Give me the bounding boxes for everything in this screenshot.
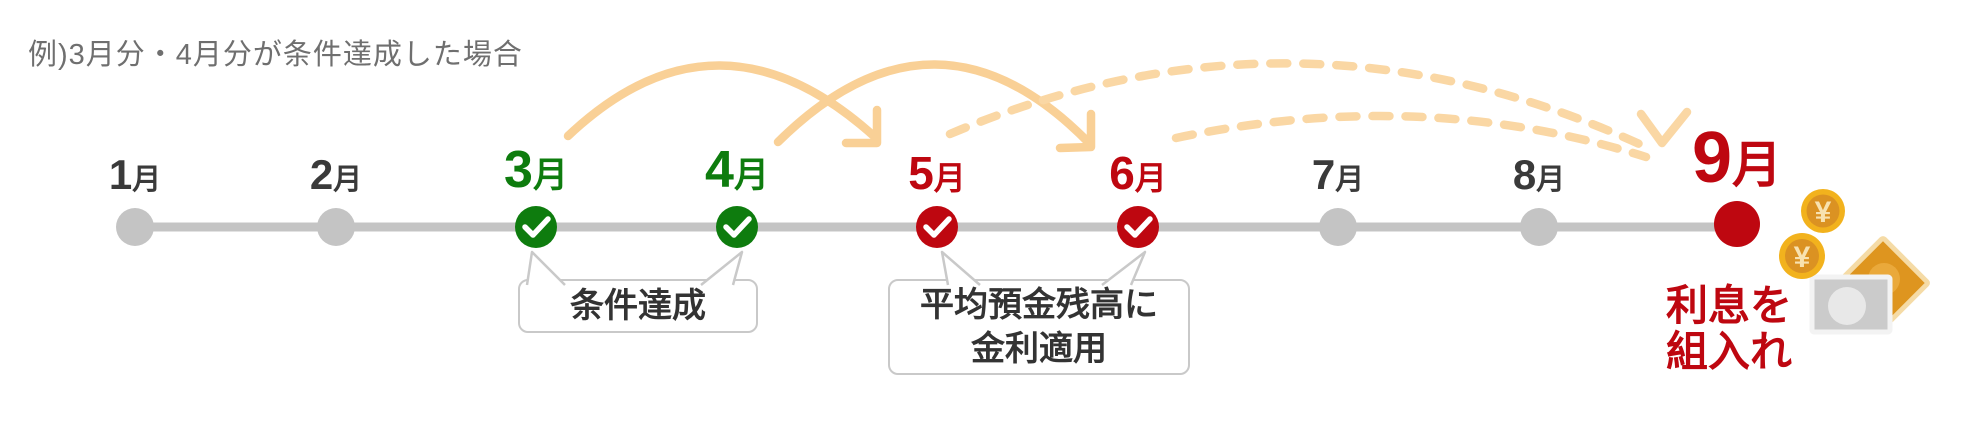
- month-unit: 月: [333, 164, 363, 196]
- arrowhead-icon: [1636, 107, 1692, 148]
- banknote-icon: [1809, 236, 1930, 335]
- callout-text: 条件達成: [570, 287, 706, 325]
- curved-arrow-icon: [563, 61, 881, 143]
- month-unit: 月: [532, 156, 568, 195]
- callout-interest-applied: 平均預金残高に 金利適用: [888, 279, 1190, 375]
- timeline-dot-achieved: [716, 206, 758, 248]
- month-unit: 月: [132, 164, 162, 196]
- timeline-dot-achieved: [515, 206, 557, 248]
- callout-condition-achieved: 条件達成: [518, 279, 758, 333]
- banknote-front-circle: [1828, 287, 1866, 325]
- month-number: 9: [1691, 118, 1733, 198]
- month-unit: 月: [1732, 137, 1783, 193]
- check-icon: [1124, 216, 1153, 238]
- month-label-4: 4月: [705, 144, 769, 196]
- month-number: 5: [908, 147, 934, 199]
- callout-text: 平均預金残高に 金利適用: [920, 283, 1158, 371]
- month-label-6: 6月: [1109, 150, 1167, 196]
- timeline-dot: [1319, 208, 1357, 246]
- month-label-1: 1月: [109, 154, 161, 196]
- month-label-2: 2月: [310, 154, 362, 196]
- month-unit: 月: [1134, 160, 1167, 196]
- timeline-dot-applied: [916, 206, 958, 248]
- yen-symbol: ¥: [1794, 241, 1811, 274]
- month-label-9: 9月: [1692, 122, 1782, 194]
- callout-line-2: 金利適用: [971, 330, 1107, 368]
- month-label-7: 7月: [1312, 154, 1364, 196]
- month-number: 3: [504, 141, 533, 199]
- month-number: 1: [108, 151, 133, 198]
- dashed-curved-arrow-icon: [945, 59, 1653, 153]
- coin-face: [1806, 194, 1840, 228]
- coin-face: [1785, 239, 1819, 273]
- month-unit: 月: [1335, 164, 1365, 196]
- arrowhead-icon: [1055, 109, 1096, 153]
- callout-line-1: 平均預金残高に: [920, 286, 1158, 324]
- timeline-dot: [116, 208, 154, 246]
- curved-arrow-icon: [773, 60, 1095, 149]
- month-number: 4: [705, 141, 734, 199]
- month-label-5: 5月: [908, 150, 966, 196]
- timeline-dot: [317, 208, 355, 246]
- arrowhead-icon: [841, 105, 882, 148]
- month-unit: 月: [933, 160, 966, 196]
- yen-coin-icon: ¥: [1779, 233, 1825, 279]
- month-label-8: 8月: [1513, 154, 1565, 196]
- month-label-3: 3月: [504, 144, 568, 196]
- timeline-dot-final: [1714, 201, 1760, 247]
- month-number: 6: [1109, 147, 1135, 199]
- check-icon: [522, 216, 551, 238]
- result-line-1: 利息を: [1666, 282, 1793, 329]
- dashed-curved-arrow-icon: [1171, 111, 1651, 162]
- month-unit: 月: [733, 156, 769, 195]
- month-number: 2: [309, 151, 334, 198]
- check-icon: [923, 216, 952, 238]
- month-number: 7: [1311, 151, 1336, 198]
- timeline-dot: [1520, 208, 1558, 246]
- yen-coin-icon: ¥: [1801, 189, 1845, 233]
- diagram-title: 例)3月分・4月分が条件達成した場合: [28, 39, 523, 71]
- result-line-2: 組入れ: [1666, 328, 1793, 375]
- check-icon: [723, 216, 752, 238]
- timeline-dot-applied: [1117, 206, 1159, 248]
- yen-symbol: ¥: [1815, 196, 1832, 229]
- month-unit: 月: [1536, 164, 1566, 196]
- result-label: 利息を 組入れ: [1666, 283, 1792, 375]
- month-number: 8: [1512, 151, 1537, 198]
